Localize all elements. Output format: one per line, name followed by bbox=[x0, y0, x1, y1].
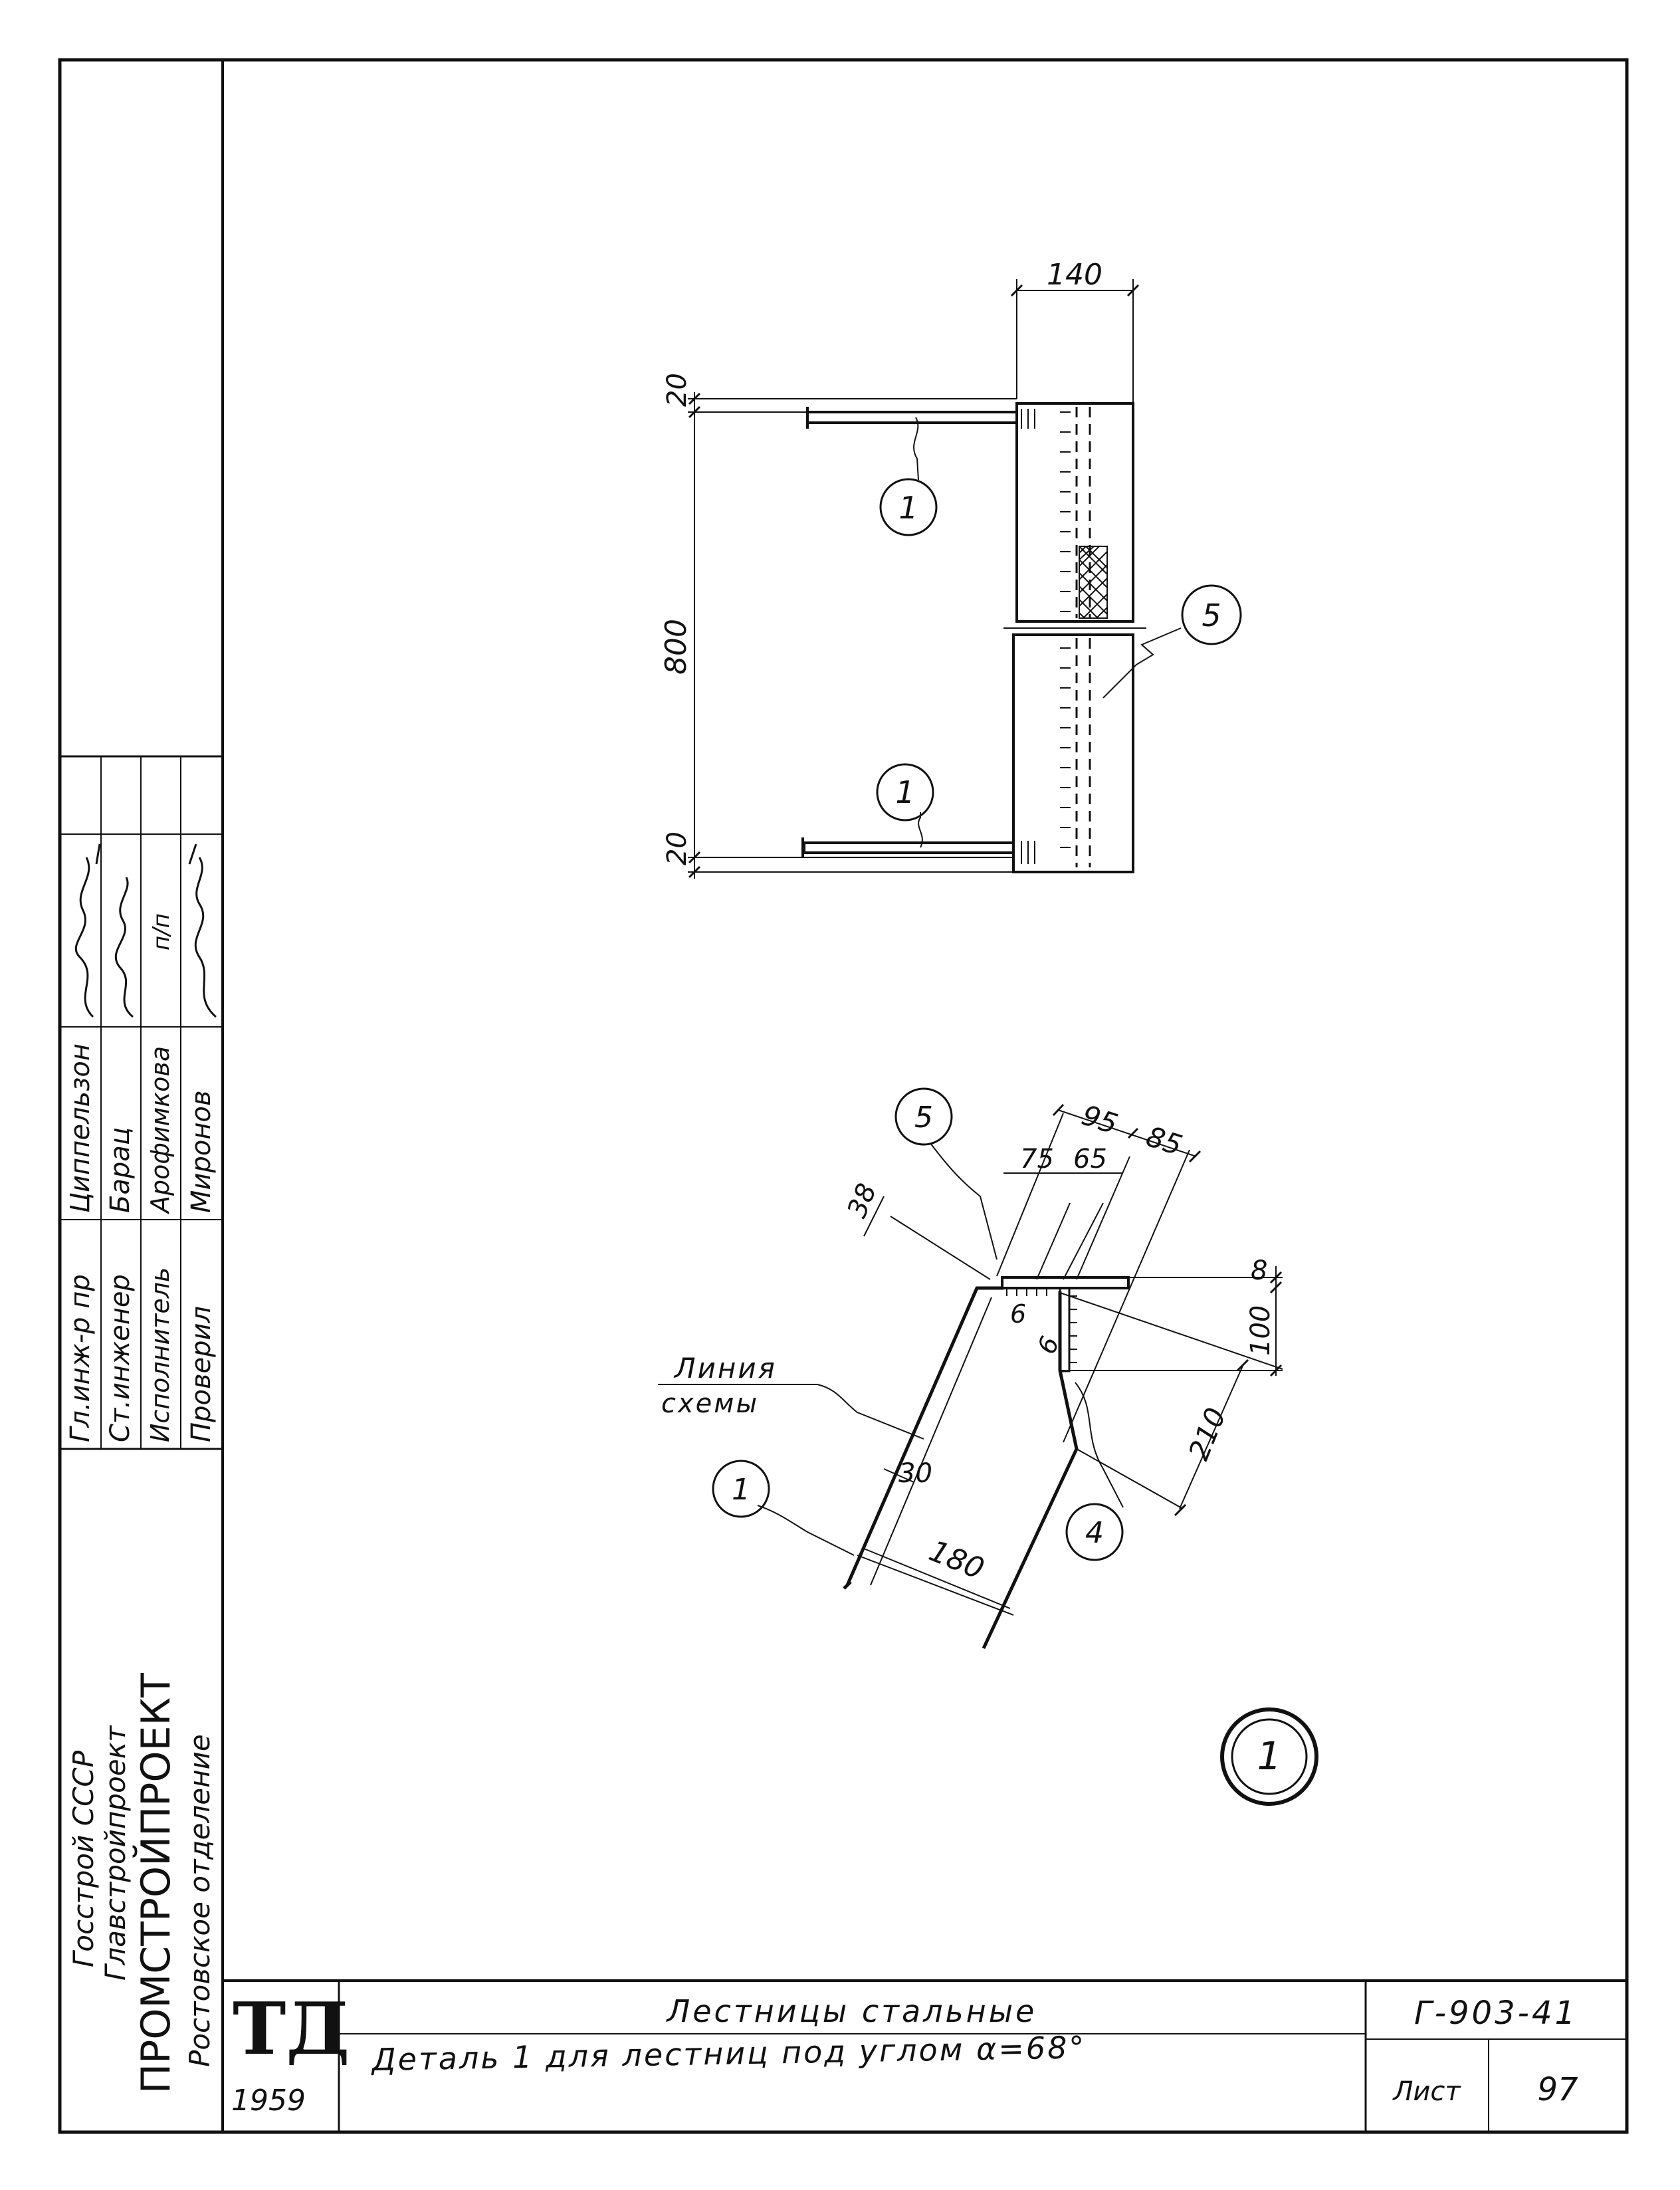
sheet-frame bbox=[58, 58, 1629, 2134]
dim-30: 30 bbox=[898, 1458, 932, 1489]
org-line-1: Госстрой СССР bbox=[67, 1750, 100, 1967]
upper-detail: 140 20 800 20 1 1 5 bbox=[659, 258, 1242, 879]
role-chief-engineer: Гл.инж-р пр bbox=[65, 1274, 96, 1442]
org-line-2: Главстройпроект bbox=[99, 1725, 132, 1981]
dim-210: 210 bbox=[1182, 1403, 1232, 1465]
org-line-4: Ростовское отделение bbox=[183, 1734, 216, 2067]
dim-line-95-85 bbox=[1057, 1109, 1197, 1157]
svg-text:1: 1 bbox=[1257, 1733, 1282, 1779]
svg-text:1: 1 bbox=[732, 1473, 750, 1507]
mark-5-side: 5 bbox=[1181, 584, 1242, 645]
role-checker: Проверил bbox=[186, 1306, 217, 1442]
name-chief-engineer: Циппельзон bbox=[65, 1043, 96, 1213]
plate-lower bbox=[801, 837, 1015, 857]
dim-line-210 bbox=[1179, 1365, 1243, 1509]
svg-text:1: 1 bbox=[898, 490, 918, 526]
schema-label-line: Линия bbox=[673, 1352, 777, 1384]
organization-block: Госстрой СССР Главстройпроект ПРОМСТРОЙП… bbox=[67, 1673, 216, 2094]
dim-140: 140 bbox=[1047, 258, 1102, 292]
weld-marks-upper bbox=[1021, 409, 1071, 612]
weld-marks-lower bbox=[1021, 647, 1071, 864]
sign-executor: п/п bbox=[148, 913, 175, 950]
schema-label-schemes: схемы bbox=[661, 1388, 759, 1419]
logo-td: ТД bbox=[233, 1987, 350, 2071]
dim-line-30 bbox=[883, 1468, 914, 1483]
dim-85: 85 bbox=[1142, 1120, 1186, 1162]
signature-checker bbox=[188, 843, 217, 1018]
dim-line-38 bbox=[863, 1196, 885, 1237]
dim-38: 38 bbox=[842, 1179, 883, 1222]
dim-6a: 6 bbox=[1010, 1299, 1026, 1329]
lower-detail: 95 85 75 65 38 8 6 6 100 210 30 180 Лини… bbox=[658, 1087, 1283, 1650]
org-line-3: ПРОМСТРОЙПРОЕКТ bbox=[132, 1673, 179, 2094]
dim-line-180 bbox=[863, 1548, 1011, 1609]
year: 1959 bbox=[231, 2084, 306, 2118]
svg-text:4: 4 bbox=[1085, 1516, 1104, 1550]
svg-text:5: 5 bbox=[1202, 598, 1221, 633]
mark-4-section: 4 bbox=[1065, 1503, 1124, 1561]
dim-20-top: 20 bbox=[662, 373, 692, 407]
svg-text:1: 1 bbox=[895, 774, 914, 810]
stringer-lower-part bbox=[1012, 633, 1134, 873]
dim-95: 95 bbox=[1078, 1099, 1122, 1141]
signature-senior-engineer bbox=[114, 877, 134, 1018]
drawing-subtitle: Деталь 1 для лестниц под углом α=68° bbox=[370, 2029, 1087, 2078]
role-senior-engineer: Ст.инженер bbox=[105, 1274, 136, 1442]
mark-5-section: 5 bbox=[894, 1087, 953, 1146]
dim-800: 800 bbox=[659, 619, 693, 675]
name-checker: Миронов bbox=[186, 1090, 217, 1213]
drawing-code: Г-903-41 bbox=[1414, 1995, 1578, 2032]
mark-1-lower: 1 bbox=[876, 763, 934, 821]
sheet-label: Лист bbox=[1392, 2076, 1461, 2107]
dim-65: 65 bbox=[1073, 1144, 1107, 1174]
name-executor: Арофимкова bbox=[146, 1046, 175, 1215]
mark-1-upper: 1 bbox=[879, 478, 938, 536]
signature-table: Гл.инж-р пр Циппельзон Ст.инженер Барац … bbox=[60, 755, 223, 1450]
mark-1-section: 1 bbox=[712, 1460, 770, 1518]
detail-mark-1: 1 bbox=[1220, 1707, 1318, 1806]
dim-100: 100 bbox=[1245, 1305, 1276, 1356]
sheet-number: 97 bbox=[1537, 2071, 1578, 2108]
signature-chief-engineer bbox=[74, 843, 101, 1018]
hatched-section bbox=[1079, 546, 1108, 619]
stringer-upper-part bbox=[1015, 402, 1134, 623]
dim-8: 8 bbox=[1251, 1256, 1267, 1286]
role-executor: Исполнитель bbox=[146, 1267, 175, 1442]
dim-75: 75 bbox=[1020, 1144, 1054, 1174]
name-senior-engineer: Барац bbox=[105, 1127, 136, 1213]
top-plate bbox=[1001, 1276, 1130, 1289]
plate-upper bbox=[806, 407, 1018, 429]
dim-20-bottom: 20 bbox=[662, 831, 692, 865]
dim-180: 180 bbox=[924, 1534, 989, 1587]
svg-text:5: 5 bbox=[914, 1101, 933, 1135]
title-block: ТД 1959 Лестницы стальные Деталь 1 для л… bbox=[223, 1979, 1627, 2132]
drawing-title: Лестницы стальные bbox=[666, 1993, 1037, 2029]
